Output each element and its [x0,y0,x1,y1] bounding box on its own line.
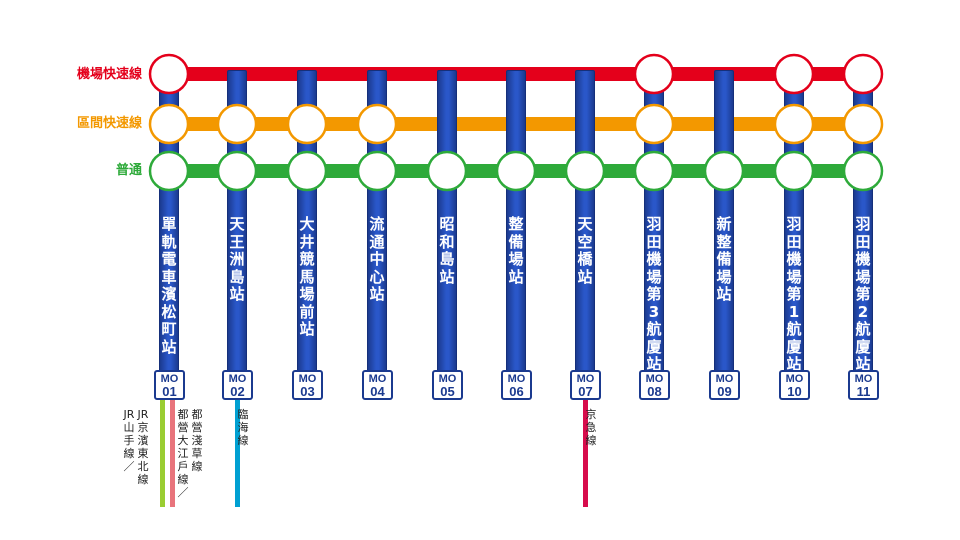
station-code-number: 09 [717,384,732,399]
transfer-line-2 [235,400,240,507]
station-code-prefix: MO [715,373,734,385]
station-name-mo09[interactable]: 新整備場站 [716,215,732,303]
station-name-mo11[interactable]: 羽田機場第2航廈站 [855,215,871,373]
station-code-number: 10 [787,384,802,399]
station-code-number: 04 [370,384,385,399]
legend-airport-rapid: 機場快速線 [76,67,142,82]
station-code-number: 03 [300,384,315,399]
station-code-number: 05 [440,384,455,399]
transfer-label[interactable]: 京急線 [585,408,597,447]
station-name-mo04[interactable]: 流通中心站 [369,215,385,303]
station-code-prefix: MO [160,373,179,385]
transfer-label[interactable]: 臨海線 [237,408,249,447]
transfer-line-1 [170,400,175,507]
station-name-mo02[interactable]: 天王洲島站 [229,215,245,303]
legend-local: 普通 [115,163,142,178]
station-name-mo06[interactable]: 整備場站 [508,215,524,286]
station-name-mo05[interactable]: 昭和島站 [439,215,455,286]
station-name-mo08[interactable]: 羽田機場第3航廈站 [646,215,662,373]
station-code-prefix: MO [368,373,387,385]
station-code-prefix: MO [854,373,873,385]
transfer-line-3 [583,400,588,507]
station-code-number: 02 [230,384,245,399]
station-code-prefix: MO [576,373,595,385]
station-name-mo07[interactable]: 天空橋站 [577,215,593,286]
station-code-number: 08 [647,384,662,399]
station-code-prefix: MO [645,373,664,385]
station-code-prefix: MO [438,373,457,385]
station-code-prefix: MO [785,373,804,385]
station-code-number: 07 [578,384,593,399]
station-name-mo03[interactable]: 大井競馬場前站 [299,215,315,338]
transfer-label[interactable]: 都營大江戶線／ [177,408,189,499]
station-code-number: 01 [162,384,177,399]
station-code-prefix: MO [298,373,317,385]
transfer-label[interactable]: 都營淺草線 [191,408,203,473]
transfer-label[interactable]: JR京濱東北線 [137,408,149,486]
transfer-line-0 [160,400,165,507]
station-code-prefix: MO [507,373,526,385]
station-code-number: 11 [856,384,871,399]
station-code-prefix: MO [228,373,247,385]
station-code-number: 06 [509,384,524,399]
legend-section-rapid: 區間快速線 [76,116,142,131]
transfer-label[interactable]: JR山手線／ [123,408,135,473]
station-name-mo01[interactable]: 單軌電車濱松町站 [161,215,177,356]
station-name-mo10[interactable]: 羽田機場第1航廈站 [786,215,802,373]
